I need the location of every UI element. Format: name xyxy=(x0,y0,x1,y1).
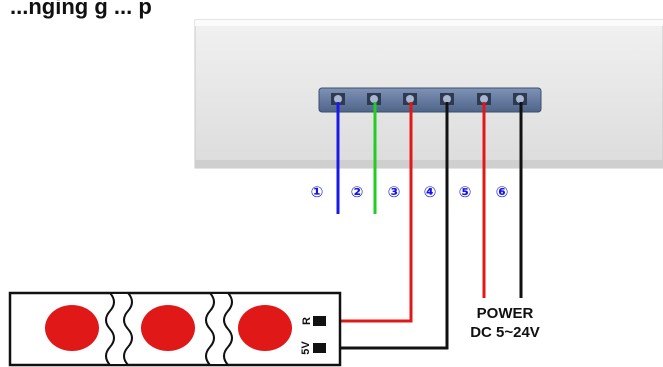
strip-pin-bottom-label: 5V xyxy=(300,341,312,355)
power-label: POWER DC 5~24V xyxy=(470,305,540,341)
strip-pad-top xyxy=(313,316,326,326)
terminal-number-4: ④ xyxy=(424,183,437,201)
terminal-number-5: ⑤ xyxy=(459,183,472,201)
terminal-screw-3 xyxy=(403,93,417,105)
strip-pad-bottom xyxy=(313,343,326,353)
terminal-number-3: ③ xyxy=(388,183,401,201)
power-label-line2: DC 5~24V xyxy=(470,324,540,341)
controller-box xyxy=(194,19,663,169)
led-2 xyxy=(141,305,195,351)
led-strip: R 5V xyxy=(8,291,342,367)
power-label-line1: POWER xyxy=(477,305,534,322)
terminal-number-6: ⑥ xyxy=(496,183,509,201)
terminal-screw-6 xyxy=(513,93,527,105)
terminal-screw-5 xyxy=(477,93,491,105)
terminal-screw-1 xyxy=(331,93,345,105)
terminal-block xyxy=(318,87,542,113)
terminal-screw-2 xyxy=(367,93,381,105)
terminal-screw-4 xyxy=(440,93,454,105)
strip-pin-top-label: R xyxy=(301,317,313,325)
strip-break-2 xyxy=(205,292,233,366)
strip-break-1 xyxy=(105,292,133,366)
wire-3-red xyxy=(326,102,413,323)
terminal-number-1: ① xyxy=(311,183,324,201)
led-1 xyxy=(45,305,99,351)
terminal-number-2: ② xyxy=(351,183,364,201)
diagram-title: ...nging g ... p xyxy=(10,0,152,19)
led-3 xyxy=(238,305,292,351)
